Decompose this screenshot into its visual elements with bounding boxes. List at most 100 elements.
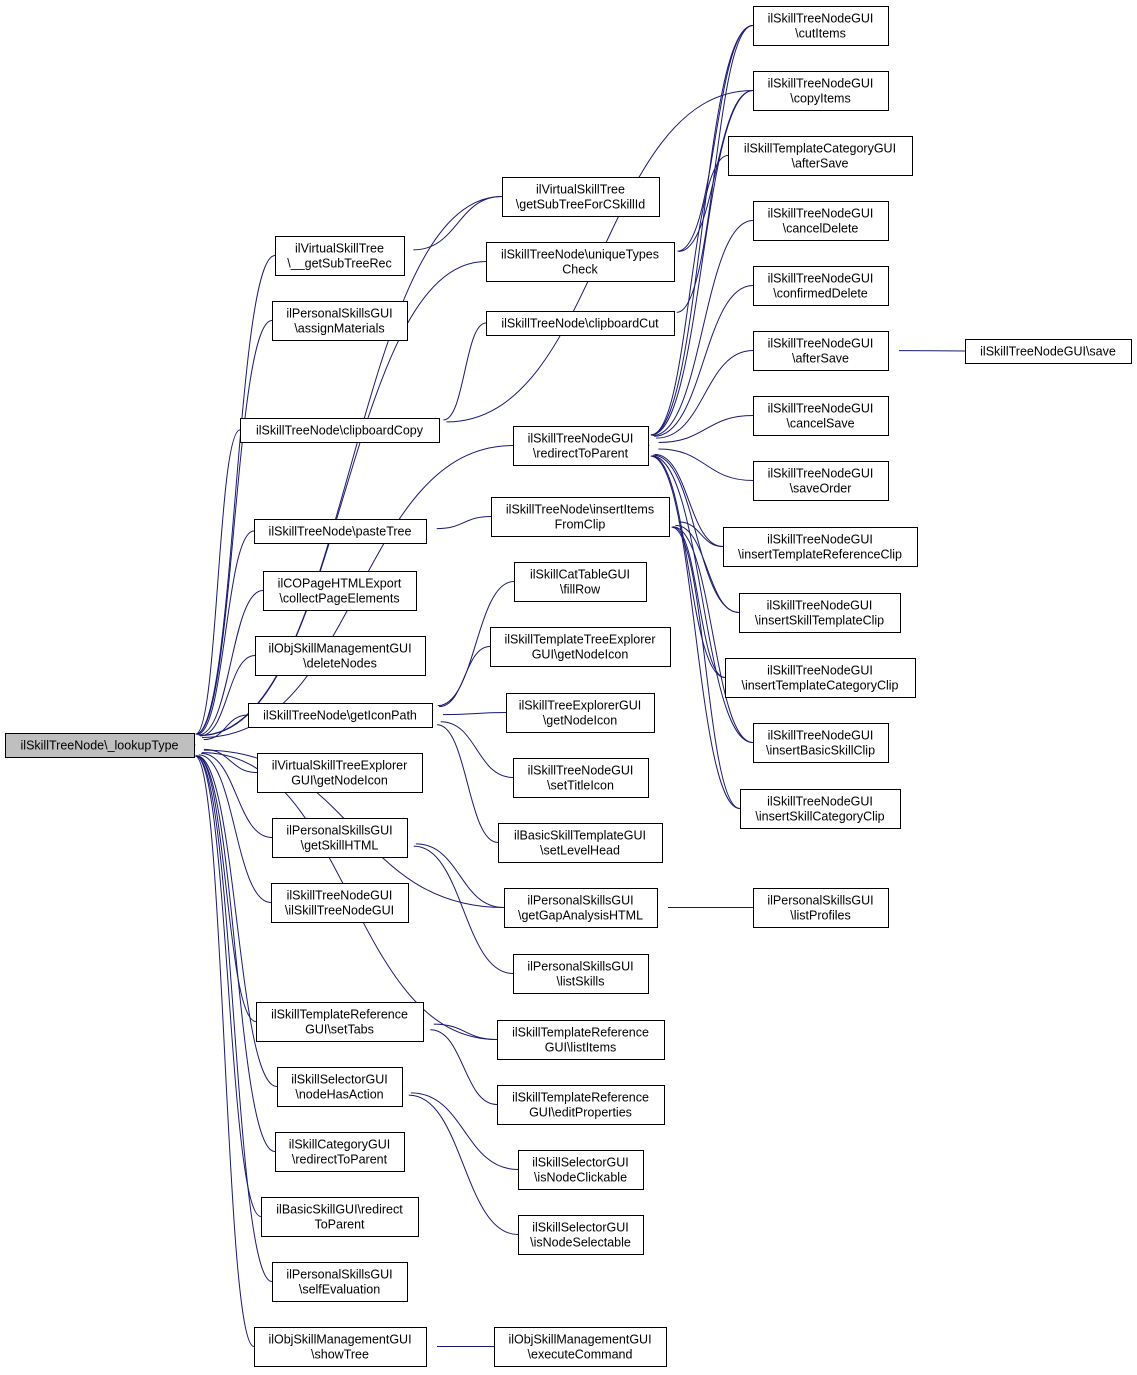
node-box [723, 527, 918, 567]
node-stng_redirect[interactable]: ilSkillTreeNodeGUI\redirectToParent [513, 426, 649, 466]
node-label-line: \confirmedDelete [773, 287, 868, 301]
node-box [271, 883, 409, 923]
node-box [257, 753, 423, 793]
node-cop_collect[interactable]: ilCOPageHTMLExport\collectPageElements [263, 571, 417, 611]
node-label-line: \redirectToParent [533, 447, 629, 461]
node-bstg_setLevelHead[interactable]: ilBasicSkillTemplateGUI\setLevelHead [498, 823, 663, 863]
node-vst_getSubTreeForCSkill[interactable]: ilVirtualSkillTree\getSubTreeForCSkillId [502, 177, 660, 217]
node-psg_getSkillHTML[interactable]: ilPersonalSkillsGUI\getSkillHTML [272, 818, 408, 858]
node-stte_getNodeIcon[interactable]: ilSkillTemplateTreeExplorerGUI\getNodeIc… [490, 627, 671, 667]
edge-line [443, 322, 487, 421]
node-stng_insSkillCat[interactable]: ilSkillTreeNodeGUI\insertSkillCategoryCl… [740, 789, 901, 829]
node-stng_cancelDelete[interactable]: ilSkillTreeNodeGUI\cancelDelete [753, 201, 889, 241]
node-bsg_redirect[interactable]: ilBasicSkillGUI\redirectToParent [261, 1197, 419, 1237]
node-stn_getIconPath[interactable]: ilSkillTreeNode\getIconPath [248, 703, 433, 728]
node-label-line: ilPersonalSkillsGUI [527, 894, 633, 908]
node-psg_gapAnalysis[interactable]: ilPersonalSkillsGUI\getGapAnalysisHTML [504, 888, 658, 928]
node-osm_showTree[interactable]: ilObjSkillManagementGUI\showTree [254, 1327, 427, 1367]
node-label-line: \insertSkillTemplateClip [755, 614, 884, 628]
edge-line [194, 755, 255, 1347]
edge-osm_showTree-to-root [182, 739, 255, 1347]
edge-line [437, 581, 515, 707]
node-label-line: GUI\listItems [545, 1041, 617, 1055]
edge-stng_saveOrder-to-stng_redirect [636, 440, 754, 481]
node-stn_pasteTree[interactable]: ilSkillTreeNode\pasteTree [254, 519, 427, 544]
node-scg_redirect[interactable]: ilSkillCategoryGUI\redirectToParent [275, 1132, 405, 1172]
node-vst_getSubTreeRec[interactable]: ilVirtualSkillTree\__getSubTreeRec [275, 236, 405, 276]
node-label-line: ilSkillTreeNodeGUI [768, 337, 874, 351]
edge-line [651, 455, 754, 743]
node-ste_getNodeIcon[interactable]: ilSkillTreeExplorerGUI\getNodeIcon [506, 693, 655, 733]
edge-line [442, 712, 507, 716]
node-vste_getNodeIcon[interactable]: ilVirtualSkillTreeExplorerGUI\getNodeIco… [257, 753, 423, 793]
edge-line [415, 843, 505, 908]
edge-stng_setTitleIcon-to-stn_getIconPath [420, 709, 514, 778]
edge-line [201, 752, 273, 838]
node-ssg_nodeHasAction[interactable]: ilSkillSelectorGUI\nodeHasAction [277, 1067, 403, 1107]
node-osm_deleteNodes[interactable]: ilObjSkillManagementGUI\deleteNodes [255, 636, 426, 676]
node-stng_afterSave[interactable]: ilSkillTreeNodeGUI\afterSave [753, 331, 889, 371]
node-label-line: ilSkillTreeNodeGUI [767, 533, 873, 547]
node-strg_editProps[interactable]: ilSkillTemplateReferenceGUI\editProperti… [497, 1085, 665, 1125]
node-label-line: ilSkillTreeNode\uniqueTypes [501, 248, 659, 262]
node-stng_insTplRef[interactable]: ilSkillTreeNodeGUI\insertTemplateReferen… [723, 527, 918, 567]
node-stng_cancelSave[interactable]: ilSkillTreeNodeGUI\cancelSave [753, 396, 889, 436]
edge-line [433, 1023, 498, 1040]
node-label-line: ilSkillTreeNodeGUI [768, 467, 874, 481]
node-ssg_isNodeSelectable[interactable]: ilSkillSelectorGUI\isNodeSelectable [518, 1215, 644, 1255]
edge-line [195, 755, 273, 1282]
node-stng_save[interactable]: ilSkillTreeNodeGUI\save [965, 339, 1132, 364]
node-box [272, 1262, 408, 1302]
node-label-line: ilSkillSelectorGUI [532, 1221, 629, 1235]
node-box [753, 6, 889, 46]
node-stng_confirmedDelete[interactable]: ilSkillTreeNodeGUI\confirmedDelete [753, 266, 889, 306]
node-box [753, 71, 889, 111]
node-stn_clipboardCut[interactable]: ilSkillTreeNode\clipboardCut [486, 311, 675, 336]
node-psg_assignMaterials[interactable]: ilPersonalSkillsGUI\assignMaterials [272, 301, 408, 341]
node-label-line: ilSkillSelectorGUI [532, 1156, 629, 1170]
node-stng_insSkillTpl[interactable]: ilSkillTreeNodeGUI\insertSkillTemplateCl… [739, 593, 901, 633]
node-label-line: ilPersonalSkillsGUI [767, 894, 873, 908]
node-box [275, 1132, 405, 1172]
node-stcg_afterSave[interactable]: ilSkillTemplateCategoryGUI\afterSave [728, 136, 913, 176]
edge-line [675, 524, 740, 613]
node-stng_cutItems[interactable]: ilSkillTreeNodeGUI\cutItems [753, 6, 889, 46]
edge-line [198, 590, 264, 736]
node-osm_executeCommand[interactable]: ilObjSkillManagementGUI\executeCommand [494, 1327, 667, 1367]
node-psg_listSkills[interactable]: ilPersonalSkillsGUI\listSkills [513, 954, 649, 994]
node-label-line: \setTitleIcon [547, 779, 614, 793]
node-psg_listProfiles[interactable]: ilPersonalSkillsGUI\listProfiles [753, 888, 889, 928]
node-box [261, 1197, 419, 1237]
node-sctg_fillRow[interactable]: ilSkillCatTableGUI\fillRow [514, 562, 647, 602]
node-label-line: ilSkillTreeNodeGUI [768, 729, 874, 743]
node-label-line: \nodeHasAction [295, 1088, 383, 1102]
node-stng_copyItems[interactable]: ilSkillTreeNodeGUI\copyItems [753, 71, 889, 111]
node-stng_ctor[interactable]: ilSkillTreeNodeGUI\ilSkillTreeNodeGUI [271, 883, 409, 923]
node-label-line: \showTree [311, 1348, 369, 1362]
node-psg_selfEval[interactable]: ilPersonalSkillsGUI\selfEvaluation [272, 1262, 408, 1302]
node-label-line: ilSkillTreeNodeGUI [767, 664, 873, 678]
node-label-line: ilSkillTreeNode\clipboardCut [501, 317, 659, 331]
node-label-line: \selfEvaluation [299, 1283, 380, 1297]
edge-line [196, 755, 257, 1022]
node-label-line: \getNodeIcon [543, 714, 617, 728]
node-stng_saveOrder[interactable]: ilSkillTreeNodeGUI\saveOrder [753, 461, 889, 501]
node-stng_insBasic[interactable]: ilSkillTreeNodeGUI\insertBasicSkillClip [753, 723, 889, 763]
node-ssg_isNodeClickable[interactable]: ilSkillSelectorGUI\isNodeClickable [518, 1150, 644, 1190]
node-box [498, 823, 663, 863]
node-box [513, 426, 649, 466]
node-label-line: ilPersonalSkillsGUI [286, 824, 392, 838]
edge-line [652, 220, 754, 437]
node-stng_insTplCat[interactable]: ilSkillTreeNodeGUI\insertTemplateCategor… [725, 658, 916, 698]
node-label-line: \cutItems [795, 27, 846, 41]
node-stng_setTitleIcon[interactable]: ilSkillTreeNodeGUI\setTitleIcon [513, 758, 649, 798]
node-label-line: \deleteNodes [303, 657, 377, 671]
edge-line [651, 455, 726, 678]
node-stn_clipboardCopy[interactable]: ilSkillTreeNode\clipboardCopy [240, 418, 440, 443]
node-root[interactable]: ilSkillTreeNode\_lookupType [5, 733, 195, 758]
edge-line [430, 1029, 498, 1105]
